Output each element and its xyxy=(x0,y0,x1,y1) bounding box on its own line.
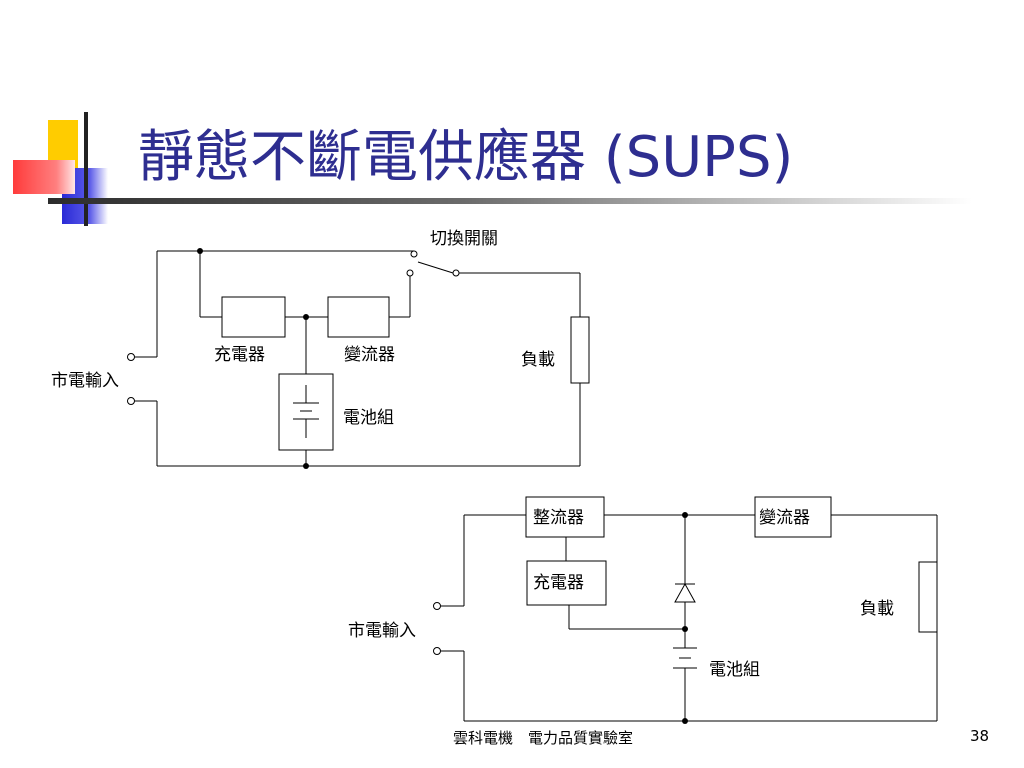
rectifier-label: 整流器 xyxy=(533,508,584,528)
bottom-load-resistor xyxy=(918,561,938,633)
top-battery-box xyxy=(278,373,334,451)
junction-dot xyxy=(197,248,203,254)
junction-dot xyxy=(303,314,309,320)
bottom-wires xyxy=(441,514,938,722)
junction-dot xyxy=(682,718,688,724)
junction-dot xyxy=(682,626,688,632)
switch-pivot xyxy=(452,269,460,277)
bottom-circuit-diagram: 整流器 變流器 充電器 負載 市電輸入 電池組 xyxy=(348,496,938,724)
top-inverter-box xyxy=(327,296,390,338)
bottom-charger-label: 充電器 xyxy=(533,573,584,593)
top-charger-label: 充電器 xyxy=(214,345,265,365)
bottom-input-terminal-upper xyxy=(433,602,441,610)
bottom-inverter-box xyxy=(754,496,832,538)
switch-contact-lower xyxy=(406,269,414,277)
rectifier-box xyxy=(525,496,605,538)
switch-contact-upper xyxy=(410,250,418,258)
junction-dot xyxy=(303,463,309,469)
page-title: 靜態不斷電供應器 (SUPS) xyxy=(138,125,794,190)
top-battery-label: 電池組 xyxy=(343,408,394,428)
decorative-corner-graphic xyxy=(0,0,140,230)
footer-lab-name: 雲科電機 電力品質實驗室 xyxy=(453,729,634,747)
top-load-resistor xyxy=(570,316,590,384)
vertical-bar xyxy=(84,112,88,226)
top-inverter-label: 變流器 xyxy=(344,345,395,365)
bottom-inverter-label: 變流器 xyxy=(759,508,810,528)
top-input-terminal-upper xyxy=(127,353,135,361)
top-mains-input-label: 市電輸入 xyxy=(51,371,119,391)
bottom-charger-box xyxy=(526,560,607,606)
title-underline xyxy=(48,198,972,204)
bottom-mains-input-label: 市電輸入 xyxy=(348,621,416,641)
bottom-load-label: 負載 xyxy=(860,599,894,619)
bottom-battery-label: 電池組 xyxy=(709,660,760,680)
top-circuit-diagram: 切換開關 充電器 變流器 負載 市電輸入 電池組 xyxy=(51,229,590,469)
top-input-terminal-lower xyxy=(127,397,135,405)
top-load-label: 負載 xyxy=(521,350,555,370)
junction-dot xyxy=(682,512,688,518)
red-square xyxy=(13,160,75,194)
page-number: 38 xyxy=(970,727,990,745)
bottom-input-terminal-lower xyxy=(433,647,441,655)
top-charger-box xyxy=(221,296,286,338)
switch-label: 切換開關 xyxy=(430,229,498,249)
